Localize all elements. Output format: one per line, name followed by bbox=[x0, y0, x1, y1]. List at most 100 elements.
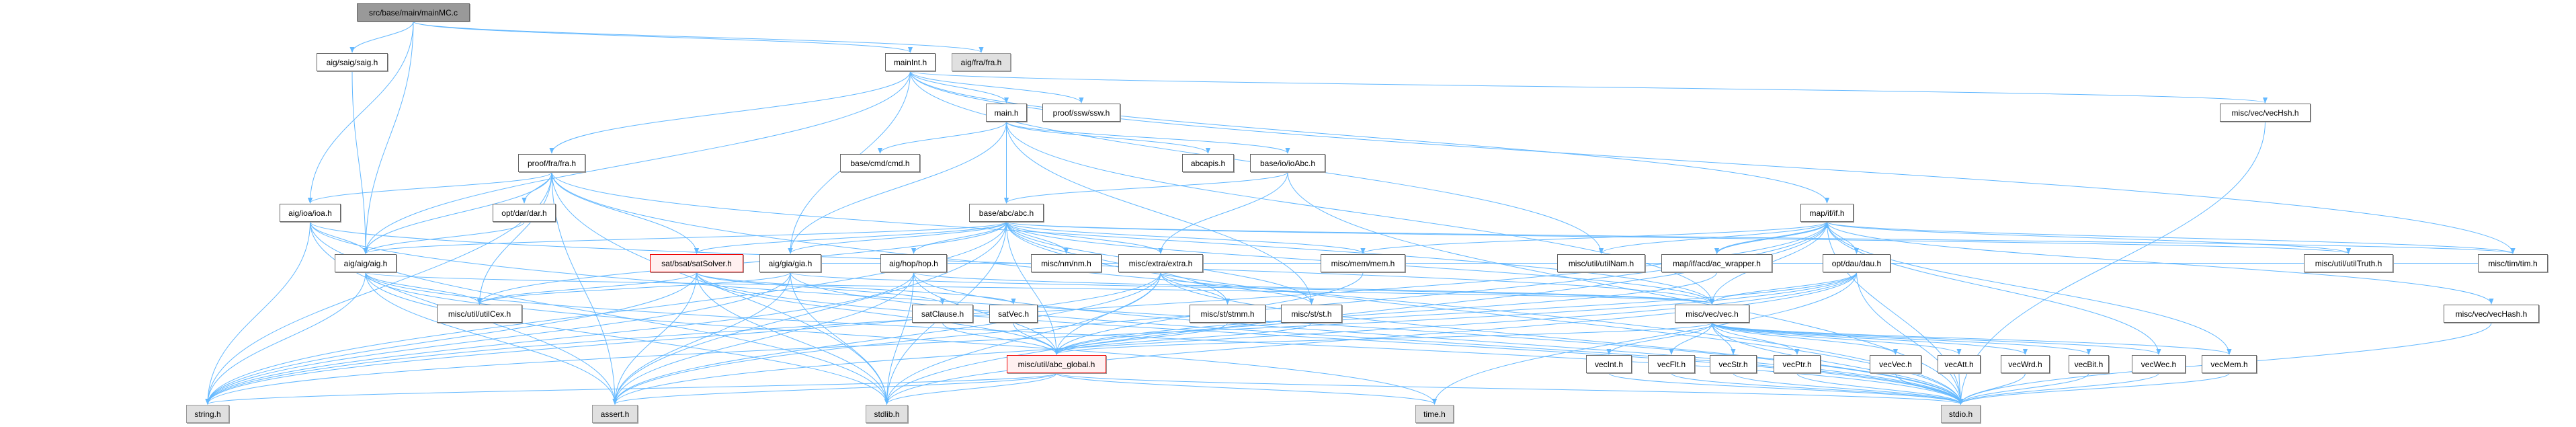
edge-dau-to-stdlib bbox=[884, 272, 1857, 405]
node-abc[interactable]: base/abc/abc.h bbox=[969, 204, 1044, 222]
edge-vec-to-vecptr bbox=[1712, 322, 1800, 355]
edge-vecptr-to-stdio bbox=[1796, 373, 1964, 405]
edge-satsolver-to-abcglobal bbox=[696, 272, 1059, 355]
node-vecvec[interactable]: vecVec.h bbox=[1870, 355, 1921, 373]
node-mainint[interactable]: mainInt.h bbox=[885, 53, 936, 71]
edge-vec-to-vecvec bbox=[1712, 322, 1898, 355]
edge-dau-to-abcglobal bbox=[1054, 272, 1857, 355]
edge-vec-to-vecmem bbox=[1712, 322, 2232, 355]
edge-abcglobal-to-string bbox=[205, 373, 1057, 405]
node-cmd[interactable]: base/cmd/cmd.h bbox=[840, 154, 920, 172]
edge-fra-to-stdlib bbox=[551, 171, 890, 405]
edge-if-to-utiltruth bbox=[1827, 221, 2351, 254]
edge-vec-to-vecwrd bbox=[1712, 322, 2028, 355]
edge-gia-to-assert bbox=[612, 272, 791, 405]
edge-vec-to-abcglobal bbox=[1054, 322, 1712, 355]
node-gia[interactable]: aig/gia/gia.h bbox=[759, 254, 821, 272]
node-assert[interactable]: assert.h bbox=[592, 405, 638, 423]
node-satsolver[interactable]: sat/bsat/satSolver.h bbox=[650, 254, 743, 272]
node-vecwrd[interactable]: vecWrd.h bbox=[2001, 355, 2050, 373]
node-utilnam[interactable]: misc/util/utilNam.h bbox=[1557, 254, 1645, 272]
node-stdio[interactable]: stdio.h bbox=[1941, 405, 1981, 423]
edge-vecbit-to-stdio bbox=[1958, 373, 2089, 405]
edge-mainint-to-tim bbox=[910, 71, 2516, 254]
edge-vecstr-to-stdio bbox=[1733, 373, 1963, 405]
edge-abc-to-stdio bbox=[1006, 221, 1964, 405]
node-nm[interactable]: misc/nm/nm.h bbox=[1031, 254, 1102, 272]
edge-vec-to-vecbit bbox=[1712, 322, 2091, 355]
edge-main-to-cmd bbox=[877, 121, 1007, 154]
edge-main-to-abcapis bbox=[1006, 121, 1210, 154]
node-utiltruth[interactable]: misc/util/utilTruth.h bbox=[2304, 254, 2393, 272]
node-vechash[interactable]: misc/vec/vecHash.h bbox=[2444, 305, 2539, 323]
edge-main-to-ioabc bbox=[1006, 121, 1290, 154]
node-satvec[interactable]: satVec.h bbox=[989, 305, 1038, 323]
edge-mainint-to-vechsh bbox=[910, 71, 2268, 104]
node-ioabc[interactable]: base/io/ioAbc.h bbox=[1250, 154, 1325, 172]
node-utilcex[interactable]: misc/util/utilCex.h bbox=[437, 305, 522, 323]
edge-dau-to-vec bbox=[1709, 272, 1857, 305]
edge-extra-to-stdio bbox=[1160, 272, 1963, 405]
node-satclause[interactable]: satClause.h bbox=[912, 305, 973, 323]
node-hop[interactable]: aig/hop/hop.h bbox=[880, 254, 947, 272]
node-vecflt[interactable]: vecFlt.h bbox=[1648, 355, 1695, 373]
node-mem[interactable]: misc/mem/mem.h bbox=[1321, 254, 1405, 272]
node-vecatt[interactable]: vecAtt.h bbox=[1938, 355, 1981, 373]
edge-abcglobal-to-stdlib bbox=[884, 373, 1057, 405]
edge-abcglobal-to-assert bbox=[612, 373, 1057, 405]
node-vecint[interactable]: vecInt.h bbox=[1586, 355, 1632, 373]
node-if[interactable]: map/if/if.h bbox=[1800, 204, 1854, 222]
edge-vec-to-stdio bbox=[1712, 322, 1964, 405]
node-saig[interactable]: aig/saig/saig.h bbox=[317, 53, 388, 71]
node-aigfra[interactable]: aig/fra/fra.h bbox=[952, 53, 1011, 71]
edge-if-to-tim bbox=[1827, 221, 2516, 254]
edge-abc-to-hop bbox=[911, 221, 1007, 254]
node-acw[interactable]: map/if/acd/ac_wrapper.h bbox=[1661, 254, 1772, 272]
node-aig[interactable]: aig/aig/aig.h bbox=[335, 254, 397, 272]
edge-abc-to-nm bbox=[1006, 221, 1069, 254]
node-vecptr[interactable]: vecPtr.h bbox=[1774, 355, 1821, 373]
edge-fra-to-utilcex bbox=[476, 171, 552, 305]
node-stmm[interactable]: misc/st/stmm.h bbox=[1190, 305, 1265, 323]
edge-vec-to-vecwec bbox=[1712, 322, 2161, 355]
edge-abcglobal-to-time bbox=[1056, 373, 1437, 405]
node-abcapis[interactable]: abcapis.h bbox=[1182, 154, 1234, 172]
node-time[interactable]: time.h bbox=[1415, 405, 1454, 423]
node-string[interactable]: string.h bbox=[186, 405, 229, 423]
edge-hop-to-string bbox=[205, 272, 914, 405]
node-stdlib[interactable]: stdlib.h bbox=[866, 405, 908, 423]
edge-ioa-to-stdio bbox=[310, 221, 1963, 405]
node-vecbit[interactable]: vecBit.h bbox=[2069, 355, 2109, 373]
node-tim[interactable]: misc/tim/tim.h bbox=[2478, 254, 2548, 272]
node-dar[interactable]: opt/dar/dar.h bbox=[493, 204, 556, 222]
edge-vecvec-to-stdio bbox=[1895, 373, 1964, 405]
node-dau[interactable]: opt/dau/dau.h bbox=[1823, 254, 1891, 272]
edge-mainint-to-main bbox=[910, 71, 1009, 104]
node-vechsh[interactable]: misc/vec/vecHsh.h bbox=[2220, 104, 2311, 122]
node-vecmem[interactable]: vecMem.h bbox=[2202, 355, 2257, 373]
edge-vecint-to-stdio bbox=[1608, 373, 1963, 405]
node-abcglobal[interactable]: misc/util/abc_global.h bbox=[1007, 355, 1106, 373]
edge-vecwrd-to-stdio bbox=[1958, 373, 2026, 405]
edge-dau-to-string bbox=[205, 272, 1857, 405]
edge-mainmc-to-aigfra bbox=[413, 21, 984, 53]
edge-vecwec-to-stdio bbox=[1958, 373, 2159, 405]
edge-extra-to-stmm bbox=[1160, 272, 1231, 305]
edge-aig-to-stdio bbox=[365, 272, 1963, 405]
node-fra[interactable]: proof/fra/fra.h bbox=[518, 154, 585, 172]
node-ioa[interactable]: aig/ioa/ioa.h bbox=[280, 204, 341, 222]
edge-aig-to-string bbox=[205, 272, 366, 405]
edge-if-to-mem bbox=[1360, 221, 1827, 254]
node-mainmc[interactable]: src/base/main/mainMC.c bbox=[357, 3, 470, 22]
node-st[interactable]: misc/st/st.h bbox=[1281, 305, 1342, 323]
node-ssw[interactable]: proof/ssw/ssw.h bbox=[1042, 104, 1120, 122]
edge-main-to-vec bbox=[1006, 121, 1715, 305]
node-main[interactable]: main.h bbox=[986, 104, 1027, 122]
node-vecwec[interactable]: vecWec.h bbox=[2132, 355, 2186, 373]
edge-ioabc-to-abc bbox=[1004, 171, 1288, 204]
node-vecstr[interactable]: vecStr.h bbox=[1710, 355, 1757, 373]
edge-hop-to-stdio bbox=[913, 272, 1963, 405]
node-extra[interactable]: misc/extra/extra.h bbox=[1118, 254, 1203, 272]
node-vec[interactable]: misc/vec/vec.h bbox=[1675, 305, 1749, 323]
